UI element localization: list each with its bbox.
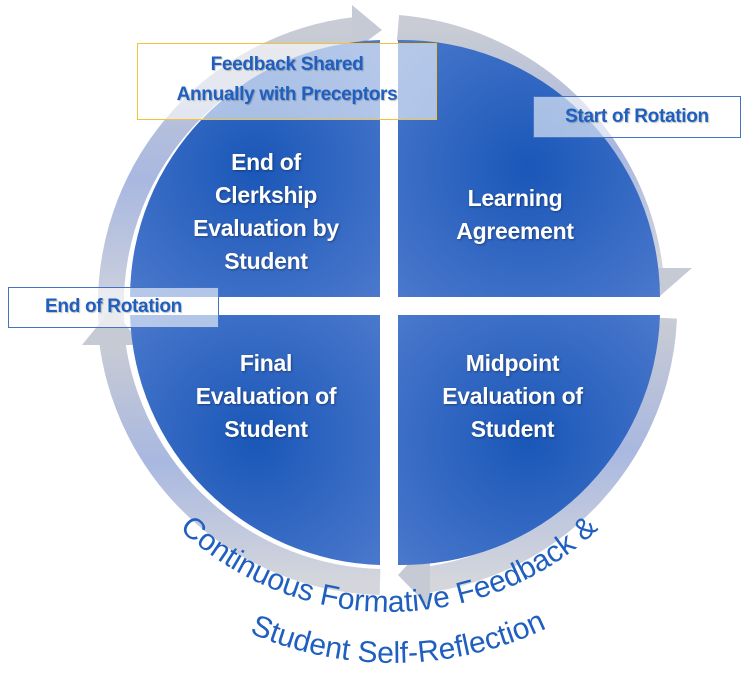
- quadrant-bottom-right: [398, 315, 660, 566]
- quadrant-top-right-text: Learning Agreement: [410, 182, 620, 248]
- quadrant-top-left-text: End of Clerkship Evaluation by Student: [160, 146, 372, 278]
- arrowhead-top-icon: [352, 5, 382, 52]
- quadrant-bottom-left: [130, 315, 380, 565]
- quadrant-top-right: [398, 39, 660, 297]
- quadrant-bottom-left-text: Final Evaluation of Student: [160, 347, 372, 446]
- ring-arc-bottom-left: [99, 338, 381, 595]
- text-line: Student: [224, 248, 308, 274]
- text-line: Feedback Shared: [210, 54, 364, 75]
- quadrant-bottom-right-text: Midpoint Evaluation of Student: [405, 347, 620, 446]
- end-of-rotation-label: End of Rotation: [8, 287, 219, 328]
- text-line: Annually with Preceptors: [176, 84, 398, 105]
- text-line: Midpoint: [465, 350, 560, 376]
- text-line: Student: [470, 416, 555, 442]
- text-line: Clerkship: [214, 182, 318, 208]
- text-line: Evaluation of: [442, 383, 583, 409]
- text-line: Evaluation of: [195, 383, 337, 409]
- text-line: Student: [224, 416, 308, 442]
- ring-arc-bottom-right: [423, 317, 677, 593]
- text-line: Agreement: [456, 218, 574, 244]
- text-line: Evaluation by: [193, 215, 339, 241]
- start-of-rotation-label: Start of Rotation: [533, 96, 741, 138]
- text-line: Final: [239, 350, 293, 376]
- feedback-shared-label: Feedback Shared Annually with Preceptors: [137, 43, 437, 120]
- text-line: Learning: [467, 185, 563, 211]
- text-line: End of: [231, 149, 301, 175]
